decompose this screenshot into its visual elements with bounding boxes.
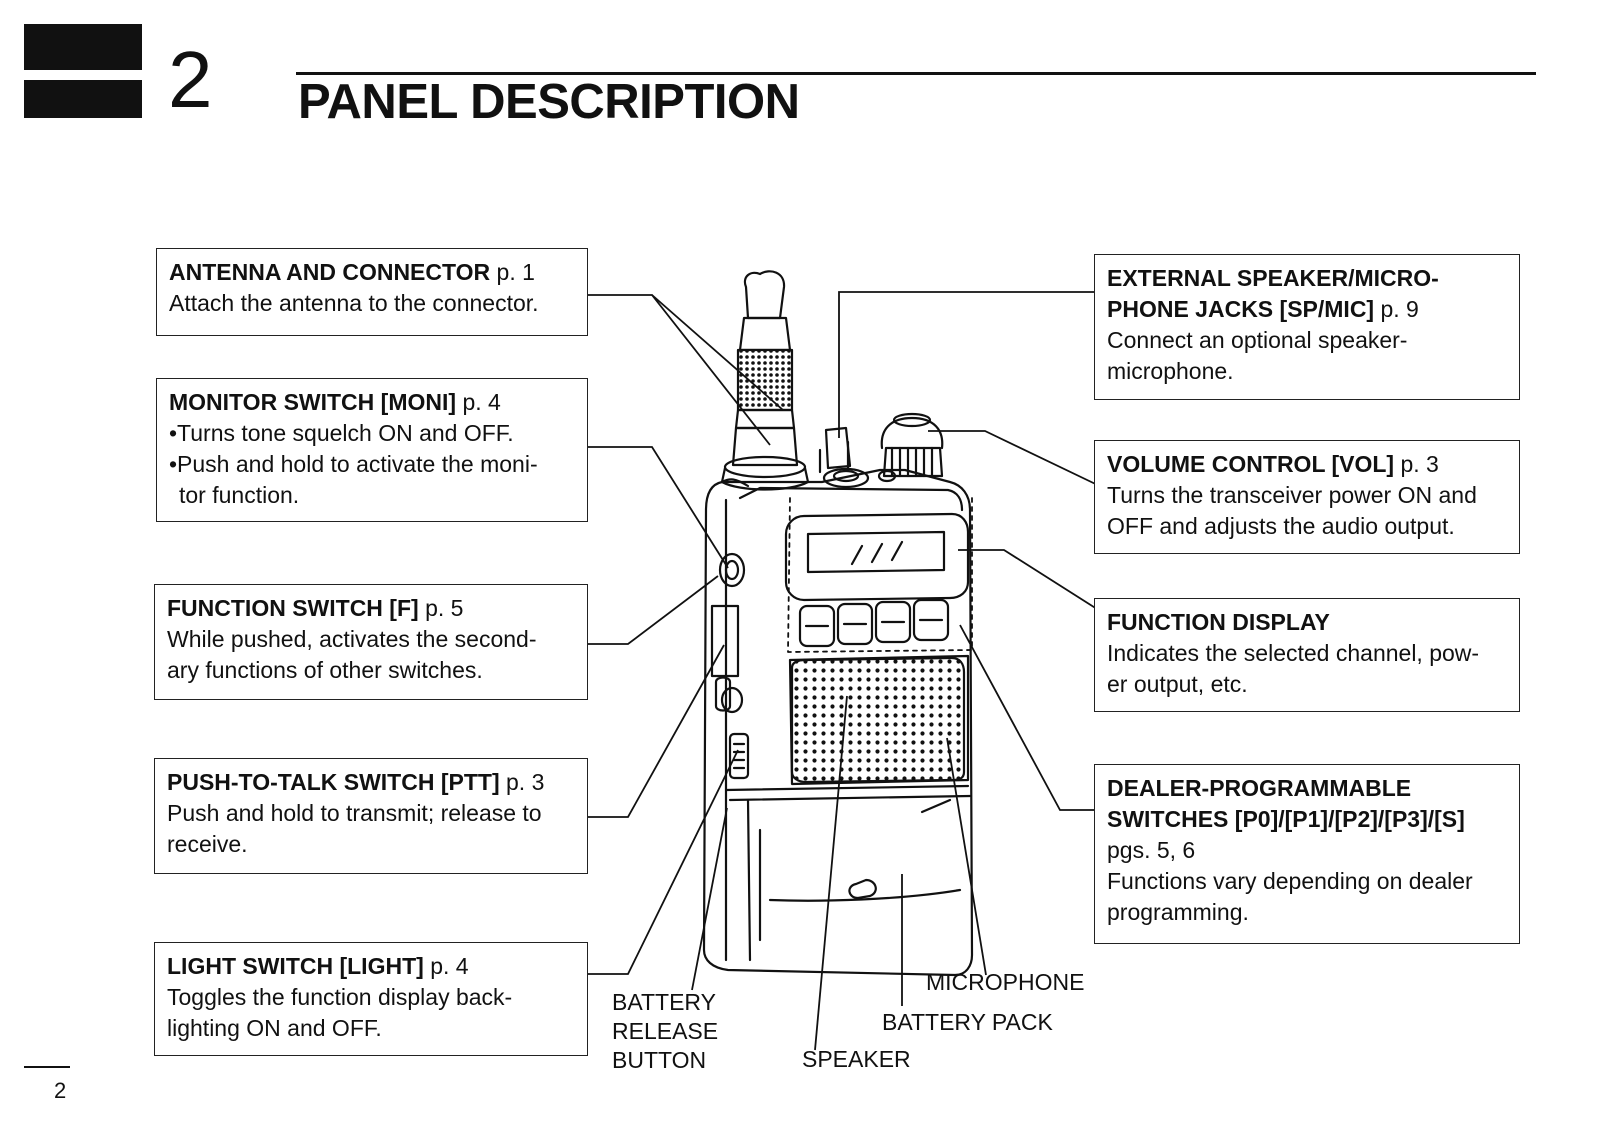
light-page-ref: p. 4 xyxy=(430,953,469,979)
monitor-title: MONITOR SWITCH [MONI] xyxy=(169,389,457,415)
ext-title-line-2: PHONE JACKS [SP/MIC] xyxy=(1107,296,1375,322)
monitor-desc-line-2: •Push and hold to activate the moni- xyxy=(169,451,538,477)
page-number: 2 xyxy=(54,1078,67,1103)
box-monitor-switch: MONITOR SWITCH [MONI] p. 4 •Turns tone s… xyxy=(156,378,588,522)
display-desc-line-1: Indicates the selected channel, pow- xyxy=(1107,640,1480,666)
battery-release-line-1: BATTERY xyxy=(612,989,716,1015)
volume-page-ref: p. 3 xyxy=(1400,451,1439,477)
footer-rule xyxy=(24,1066,70,1068)
chapter-tab-marker-bottom xyxy=(24,80,142,118)
chapter-tab-marker-top xyxy=(24,24,142,70)
page-title: PANEL DESCRIPTION xyxy=(298,75,800,129)
monitor-desc-line-3: tor function. xyxy=(179,482,300,508)
box-dealer-programmable: DEALER-PROGRAMMABLE SWITCHES [P0]/[P1]/[… xyxy=(1094,764,1520,944)
volume-desc-line-1: Turns the transceiver power ON and xyxy=(1107,482,1477,508)
battery-release-line-3: BUTTON xyxy=(612,1047,707,1073)
monitor-page-ref: p. 4 xyxy=(462,389,501,415)
monitor-desc-line-1: •Turns tone squelch ON and OFF. xyxy=(169,420,514,446)
function-title: FUNCTION SWITCH [F] xyxy=(167,595,419,621)
function-page-ref: p. 5 xyxy=(425,595,464,621)
light-title: LIGHT SWITCH [LIGHT] xyxy=(167,953,424,979)
dealer-desc-line-2: programming. xyxy=(1107,899,1249,925)
leader-lines xyxy=(588,291,1109,1051)
box-antenna-connector: ANTENNA AND CONNECTOR p. 1 Attach the an… xyxy=(156,248,588,336)
ext-page-ref: p. 9 xyxy=(1380,296,1419,322)
ptt-page-ref: p. 3 xyxy=(506,769,545,795)
box-light-switch: LIGHT SWITCH [LIGHT] p. 4 Toggles the fu… xyxy=(154,942,588,1056)
dealer-title-line-1: DEALER-PROGRAMMABLE xyxy=(1107,775,1412,801)
dealer-page-ref: pgs. 5, 6 xyxy=(1107,837,1196,863)
box-ptt-switch: PUSH-TO-TALK SWITCH [PTT] p. 3 Push and … xyxy=(154,758,588,874)
function-desc-line-2: ary functions of other switches. xyxy=(167,657,483,683)
volume-desc-line-2: OFF and adjusts the audio output. xyxy=(1107,513,1455,539)
dealer-title-line-2: SWITCHES [P0]/[P1]/[P2]/[P3]/[S] xyxy=(1107,806,1465,832)
antenna-desc-line: Attach the antenna to the connector. xyxy=(169,290,539,316)
ptt-desc-line-2: receive. xyxy=(167,831,248,857)
display-desc-line-2: er output, etc. xyxy=(1107,671,1248,697)
dealer-desc-line-1: Functions vary depending on dealer xyxy=(1107,868,1473,894)
ext-desc-line-1: Connect an optional speaker- xyxy=(1107,327,1408,353)
antenna-graphic xyxy=(720,270,810,491)
callout-battery-pack: BATTERY PACK xyxy=(882,1009,1053,1035)
light-desc-line-1: Toggles the function display back- xyxy=(167,984,513,1010)
ptt-title: PUSH-TO-TALK SWITCH [PTT] xyxy=(167,769,500,795)
battery-release-line-2: RELEASE xyxy=(612,1018,719,1044)
box-function-display: FUNCTION DISPLAY Indicates the selected … xyxy=(1094,598,1520,712)
header-rule xyxy=(296,72,1536,75)
antenna-title: ANTENNA AND CONNECTOR xyxy=(169,259,491,285)
chapter-number: 2 xyxy=(168,35,213,124)
display-title: FUNCTION DISPLAY xyxy=(1107,609,1330,635)
ext-title-line-1: EXTERNAL SPEAKER/MICRO- xyxy=(1107,265,1439,291)
callout-speaker: SPEAKER xyxy=(802,1046,911,1072)
volume-title: VOLUME CONTROL [VOL] xyxy=(1107,451,1395,477)
antenna-page-ref: p. 1 xyxy=(496,259,535,285)
callout-battery-release: BATTERY RELEASE BUTTON xyxy=(612,988,718,1075)
box-function-switch: FUNCTION SWITCH [F] p. 5 While pushed, a… xyxy=(154,584,588,700)
radio-body-graphic xyxy=(702,412,974,977)
box-external-speaker-mic: EXTERNAL SPEAKER/MICRO- PHONE JACKS [SP/… xyxy=(1094,254,1520,400)
callout-microphone: MICROPHONE xyxy=(926,969,1085,995)
light-desc-line-2: lighting ON and OFF. xyxy=(167,1015,382,1041)
ptt-desc-line-1: Push and hold to transmit; release to xyxy=(167,800,542,826)
function-desc-line-1: While pushed, activates the second- xyxy=(167,626,537,652)
ext-desc-line-2: microphone. xyxy=(1107,358,1234,384)
box-volume-control: VOLUME CONTROL [VOL] p. 3 Turns the tran… xyxy=(1094,440,1520,554)
